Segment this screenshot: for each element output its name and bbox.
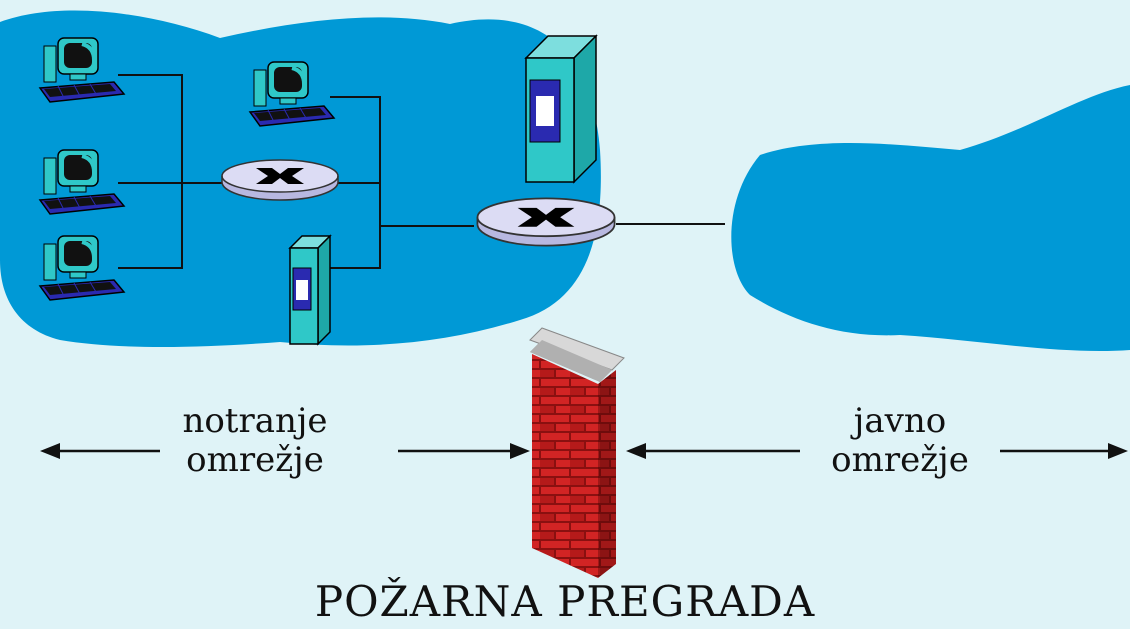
public-network-label-line1: javno (853, 401, 947, 441)
public-network-label-line2: omrežje (831, 440, 969, 481)
internal-network-label-line2: omrežje (186, 440, 324, 481)
router-icon (221, 159, 339, 201)
server-icon (288, 234, 332, 346)
inner-network-arrows (40, 443, 530, 459)
public-network-arrows (626, 443, 1128, 459)
internal-network-label-line1: notranje (182, 401, 328, 441)
public-network-label: javno omrežje (790, 401, 1010, 481)
brick-wall-icon (529, 327, 625, 578)
server-icon (524, 34, 598, 184)
network-links (118, 74, 725, 269)
router-icon (476, 197, 616, 247)
internal-network-label: notranje omrežje (140, 401, 370, 481)
firewall-title: POŽARNA PREGRADA (314, 577, 816, 626)
public-network-cloud (731, 85, 1130, 352)
